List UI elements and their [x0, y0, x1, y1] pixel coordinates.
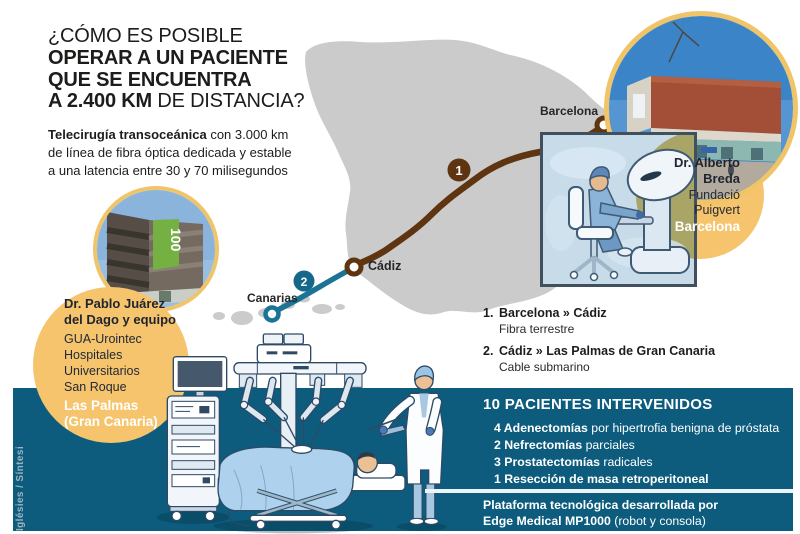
legend-item-2-text: Cádiz » Las Palmas de Gran Canaria Cable… — [499, 343, 715, 375]
patients-item-1: 4 Adenectomías por hipertrofia benigna d… — [494, 420, 779, 437]
route-2-line — [270, 265, 356, 316]
instrument — [367, 415, 406, 431]
intro-line-1: Telecirugía transoceánica con 3.000 km — [48, 126, 292, 144]
title-line-2: OPERAR A UN PACIENTE — [48, 46, 288, 69]
legend-item-1-medium: Fibra terrestre — [499, 322, 575, 336]
glove-right — [425, 426, 435, 436]
intro-line-3: a una latencia entre 30 y 70 milisegundo… — [48, 163, 288, 179]
console-illustration-frame — [540, 132, 697, 287]
intro-text: Telecirugía transoceánica con 3.000 km d… — [48, 126, 292, 181]
patients-item-1-rest: por hipertrofia benigna de próstata — [587, 421, 780, 435]
patients-item-4: 1 Resección de masa retroperitoneal — [494, 471, 779, 488]
brick-facade — [651, 76, 781, 134]
doctor-left-org-4: San Roque — [64, 380, 127, 394]
patients-title: 10 PACIENTES INTERVENIDOS — [483, 396, 713, 413]
legend-item-2-medium: Cable submarino — [499, 360, 590, 374]
legend-item-2: 2. Cádiz » Las Palmas de Gran Canaria Ca… — [483, 343, 715, 375]
glove-left — [378, 425, 388, 435]
intro-line-1-regular: con 3.000 km — [206, 127, 289, 142]
doctor-left-org-3: Universitarios — [64, 364, 140, 378]
doctor-right-name-1: Dr. Alberto — [674, 155, 740, 170]
map-label-barcelona: Barcelona — [539, 104, 598, 118]
legend-item-2-route: Cádiz » Las Palmas de Gran Canaria — [499, 344, 716, 358]
legend-item-1-text: Barcelona » Cádiz Fibra terrestre — [499, 305, 607, 337]
legend-item-1-route: Barcelona » Cádiz — [499, 306, 607, 320]
doctor-left-info: Dr. Pablo Juárez del Dago y equipo GUA-U… — [64, 296, 194, 429]
equipment-tower — [166, 356, 228, 522]
doctor-left-org-2: Hospitales — [64, 348, 123, 362]
robot-arms — [239, 376, 354, 448]
doctor-right-org-2: Puigvert — [694, 202, 740, 217]
patients-item-2-bold: 2 Nefrectomías — [494, 438, 583, 452]
platform-line-2-bold: Edge Medical MP1000 — [483, 513, 611, 528]
route-2-badge — [293, 270, 315, 292]
legend-item-2-number: 2. — [483, 344, 494, 358]
patients-item-3: 3 Prostatectomías radicales — [494, 454, 779, 471]
legend-item-1-number: 1. — [483, 306, 494, 320]
patients-item-2-rest: parciales — [582, 438, 635, 452]
doctor-left-circle — [33, 287, 189, 443]
intro-line-2: de línea de fibra óptica dedicada y esta… — [48, 145, 292, 161]
marker-canarias — [263, 305, 281, 323]
marker-cadiz — [344, 257, 364, 277]
legend-item-1: 1. Barcelona » Cádiz Fibra terrestre — [483, 305, 715, 337]
patients-item-1-bold: 4 Adenectomías — [494, 421, 588, 435]
patients-item-2: 2 Nefrectomías parciales — [494, 437, 779, 454]
title-line-3: QUE SE ENCUENTRA — [48, 68, 252, 91]
patients-item-4-bold: 1 Resección de masa retroperitoneal — [494, 472, 709, 486]
banner-100: 100 — [168, 228, 184, 252]
surgeon-console-illustration — [545, 147, 694, 282]
page-title: ¿CÓMO ES POSIBLE OPERAR A UN PACIENTE QU… — [48, 25, 305, 113]
patient-bed — [217, 444, 406, 530]
title-line-4-bold: A 2.400 KM — [48, 90, 152, 113]
credit-byline: Iglésies / Síntesi — [15, 445, 26, 531]
standing-surgeon — [367, 365, 445, 525]
platform-line-1: Plataforma tecnológica desarrollada por — [483, 498, 719, 512]
platform-line-2-rest: (robot y consola) — [610, 513, 706, 528]
doctor-left-org-1: GUA-Urointec — [64, 332, 142, 346]
patients-list: 4 Adenectomías por hipertrofia benigna d… — [494, 420, 779, 488]
route-legend: 1. Barcelona » Cádiz Fibra terrestre 2. … — [483, 305, 715, 381]
doctor-right-org-1: Fundació — [688, 188, 740, 202]
operating-room-illustration — [156, 333, 447, 534]
platform-footer: Plataforma tecnológica desarrollada por … — [483, 498, 718, 529]
laspalmas-building-illustration: 100 — [97, 190, 215, 308]
doctor-left-city-2: (Gran Canaria) — [64, 413, 158, 429]
surgical-robot — [233, 333, 367, 450]
patients-item-3-rest: radicales — [599, 455, 653, 469]
map-label-canarias: Canarias — [247, 291, 298, 305]
green-banner — [153, 219, 179, 270]
antenna — [668, 21, 700, 63]
route-1-badge — [447, 158, 471, 182]
surgeon-cap — [413, 365, 435, 382]
seated-surgeon — [568, 166, 644, 282]
title-line-4: A 2.400 KM DE DISTANCIA? — [48, 90, 305, 113]
console-machine — [600, 148, 694, 274]
map-label-cadiz: Cádiz — [368, 259, 402, 273]
title-line-1: ¿CÓMO ES POSIBLE — [48, 25, 243, 47]
title-line-4-regular: DE DISTANCIA? — [151, 90, 305, 113]
doctor-left-name-1: Dr. Pablo Juárez — [64, 296, 166, 311]
doctor-right-info: Dr. Alberto Breda Fundació Puigvert Barc… — [560, 155, 740, 234]
doctor-right-city: Barcelona — [674, 219, 740, 234]
platform-line-2: Edge Medical MP1000 (robot y consola) — [483, 514, 718, 530]
doctor-right-name-2: Breda — [703, 170, 740, 186]
route-2-badge-number: 2 — [301, 275, 308, 289]
patients-item-3-bold: 3 Prostatectomías — [494, 455, 600, 469]
doctor-left-name-2: del Dago y equipo — [64, 311, 176, 327]
band-divider — [425, 489, 793, 493]
route-1-badge-number: 1 — [455, 163, 462, 178]
doctor-left-city-1: Las Palmas — [64, 398, 139, 413]
intro-line-1-bold: Telecirugía transoceánica — [48, 127, 207, 142]
